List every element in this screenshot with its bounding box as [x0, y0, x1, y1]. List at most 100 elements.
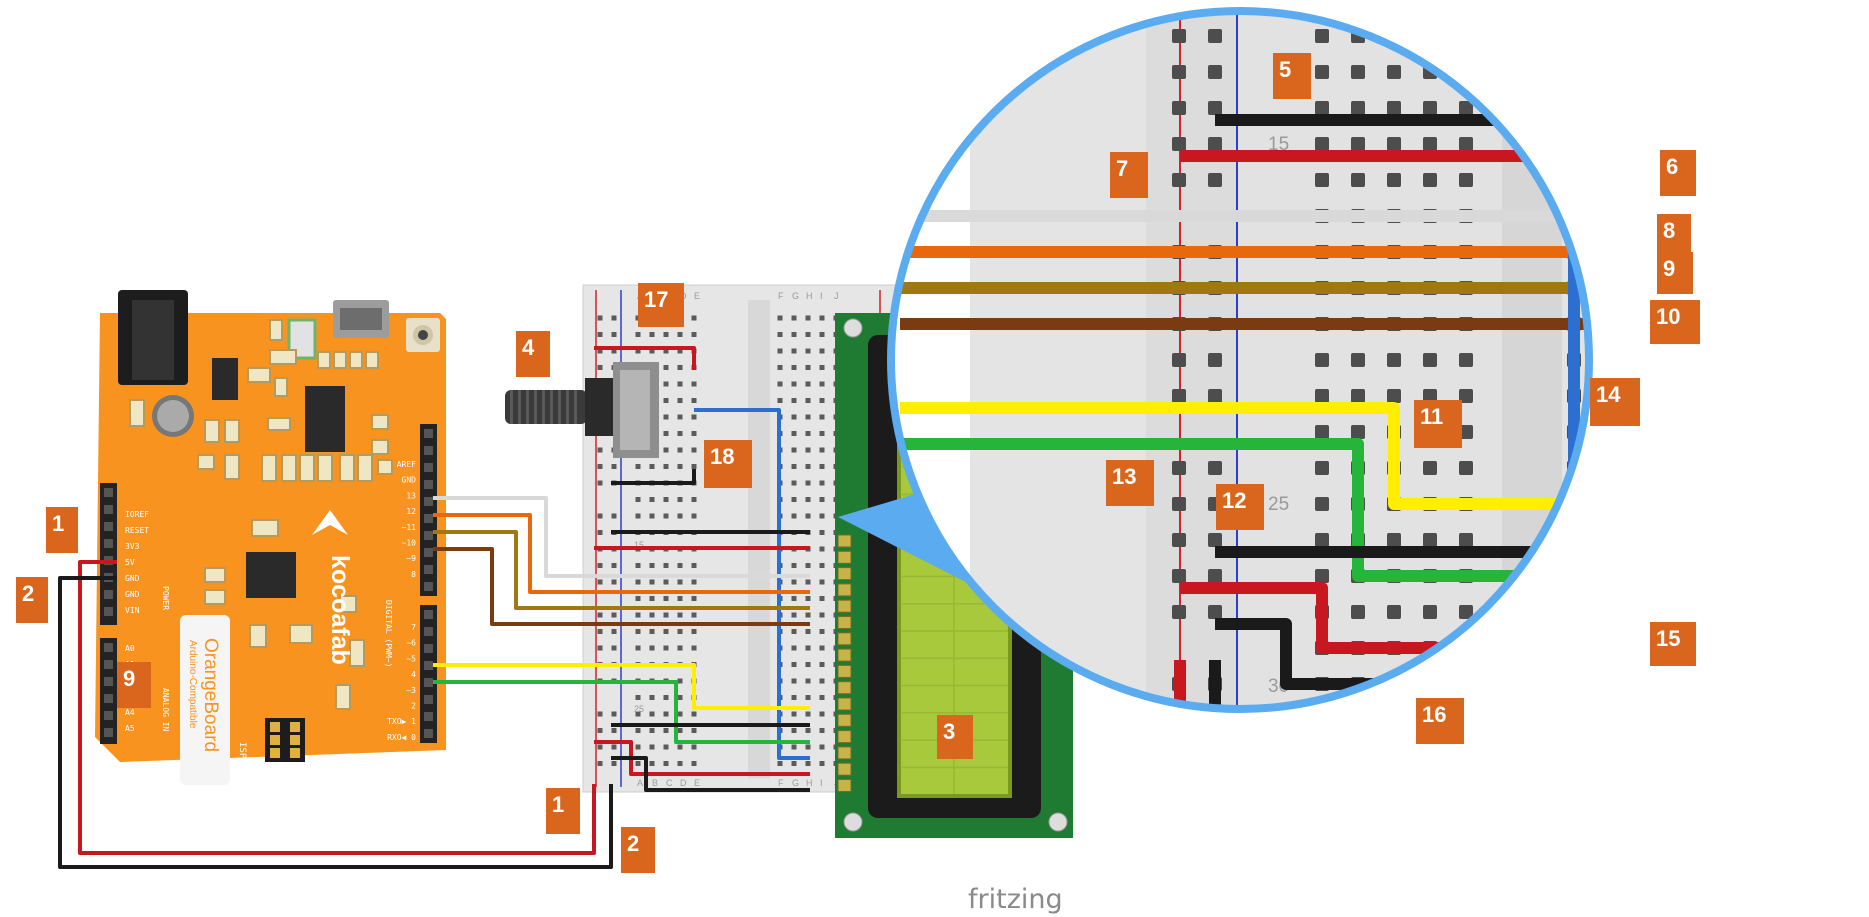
smd-component	[299, 454, 315, 482]
breadboard-hole	[819, 398, 825, 403]
zoom-column-letter: B	[1351, 711, 1364, 732]
smd-component	[224, 454, 240, 480]
label-zoom-13-box	[1106, 460, 1154, 506]
zoom-rail-hole	[1208, 101, 1222, 115]
digital-pin-label: ~9	[406, 554, 416, 563]
breadboard-hole	[649, 744, 655, 750]
breadboard-hole	[677, 695, 683, 700]
zoom-breadboard-hole	[1567, 65, 1581, 79]
zoom-rail-hole	[1172, 569, 1186, 583]
breadboard-hole	[791, 662, 797, 667]
zoom-breadboard-hole	[1675, 713, 1689, 727]
breadboard-hole	[691, 728, 697, 733]
breadboard-hole	[819, 447, 825, 453]
zoom-rail-hole	[1172, 605, 1186, 619]
breadboard-hole	[791, 480, 797, 486]
zoom-breadboard-hole	[1675, 497, 1689, 511]
zoom-lcd-pin	[1707, 598, 1735, 624]
wire-pin13-white	[433, 496, 810, 578]
lcd-pin	[837, 746, 852, 760]
zoom-breadboard-hole	[1459, 461, 1473, 475]
header-hole	[104, 677, 113, 686]
breadboard-hole	[635, 612, 641, 618]
breadboard-hole	[663, 332, 669, 337]
zoom-breadboard-hole	[1567, 29, 1581, 43]
zoom-breadboard-hole	[1351, 101, 1365, 115]
breadboard-hole	[635, 728, 641, 733]
zoom-lcd-pin	[1707, 490, 1735, 516]
breadboard-hole	[819, 365, 825, 370]
label-zoom-13: 13	[1112, 464, 1136, 489]
zoom-breadboard-hole	[1639, 461, 1653, 475]
zoom-breadboard-hole	[1639, 281, 1653, 295]
smd-component	[281, 454, 297, 482]
breadboard-hole	[791, 348, 797, 354]
zoom-breadboard-hole	[1315, 425, 1329, 439]
breadboard-hole	[805, 464, 811, 469]
breadboard-hole	[663, 447, 669, 453]
zoom-breadboard-hole	[1675, 605, 1689, 619]
zoom-breadboard-hole	[1603, 137, 1617, 151]
potentiometer-body	[585, 378, 615, 436]
breadboard-hole	[663, 365, 669, 370]
isp-pin	[290, 722, 300, 732]
zoom-breadboard-hole	[1459, 641, 1473, 655]
label-zoom-7: 7	[1116, 156, 1128, 181]
zoom-lcd-pin-hole	[1715, 425, 1727, 437]
digital-pin-label: ~5	[406, 654, 416, 663]
power-header	[100, 483, 117, 625]
breadboard-hole	[635, 348, 641, 354]
zoom-row-number-25: 25	[1268, 494, 1289, 515]
zoom-breadboard-hole	[1639, 65, 1653, 79]
power-pin-label: GND	[125, 574, 140, 583]
wire-5v-red	[78, 560, 596, 855]
wire-rail-black-3	[611, 756, 810, 792]
power-pin-label: RESET	[125, 526, 149, 535]
breadboard-hole	[691, 497, 697, 502]
zoom-breadboard-hole	[1639, 137, 1653, 151]
lcd-pin	[837, 713, 852, 727]
zoom-breadboard-hole	[1567, 749, 1581, 763]
zoom-breadboard-hole	[1387, 173, 1401, 187]
smd-component	[274, 377, 288, 397]
breadboard-hole	[805, 431, 811, 436]
lcd-header-pins	[837, 534, 852, 792]
smd-component	[289, 624, 313, 644]
breadboard-hole	[691, 464, 697, 469]
zoom-breadboard-hole	[1351, 425, 1365, 439]
smd-component	[317, 454, 333, 482]
label-zoom-16: 16	[1422, 702, 1446, 727]
smd-component	[371, 414, 389, 430]
breadboard-hole	[677, 513, 683, 519]
potentiometer-ridge	[518, 390, 521, 424]
zoom-breadboard-hole	[1315, 65, 1329, 79]
potentiometer	[505, 362, 659, 458]
breadboard-hole	[663, 728, 669, 733]
smd-component	[247, 367, 271, 383]
breadboard-hole	[663, 629, 669, 634]
zoom-column-letter: I	[1675, 711, 1680, 732]
label-breadboard-2: 2	[627, 831, 639, 856]
breadboard-column-letter: E	[694, 778, 700, 788]
zoom-breadboard-hole	[1315, 173, 1329, 187]
breadboard-hole	[791, 678, 797, 684]
breadboard-column-letter: G	[792, 778, 799, 788]
zoom-breadboard-hole	[1675, 425, 1689, 439]
zoom-breadboard-hole	[1351, 605, 1365, 619]
zoom-breadboard-hole	[1675, 533, 1689, 547]
breadboard-hole	[691, 447, 697, 453]
zoom-breadboard-hole	[1603, 497, 1617, 511]
breadboard-column-letter: H	[806, 778, 813, 788]
breadboard-hole	[819, 497, 825, 502]
breadboard-hole	[819, 348, 825, 354]
breadboard-hole	[677, 728, 683, 733]
breadboard-hole	[791, 645, 797, 651]
header-hole	[104, 488, 113, 497]
zoom-breadboard-hole	[1567, 641, 1581, 655]
isp-pin	[270, 735, 280, 745]
breadboard-hole	[677, 398, 683, 403]
breadboard-hole	[791, 612, 797, 618]
zoom-lcd-pins	[1707, 130, 1735, 696]
